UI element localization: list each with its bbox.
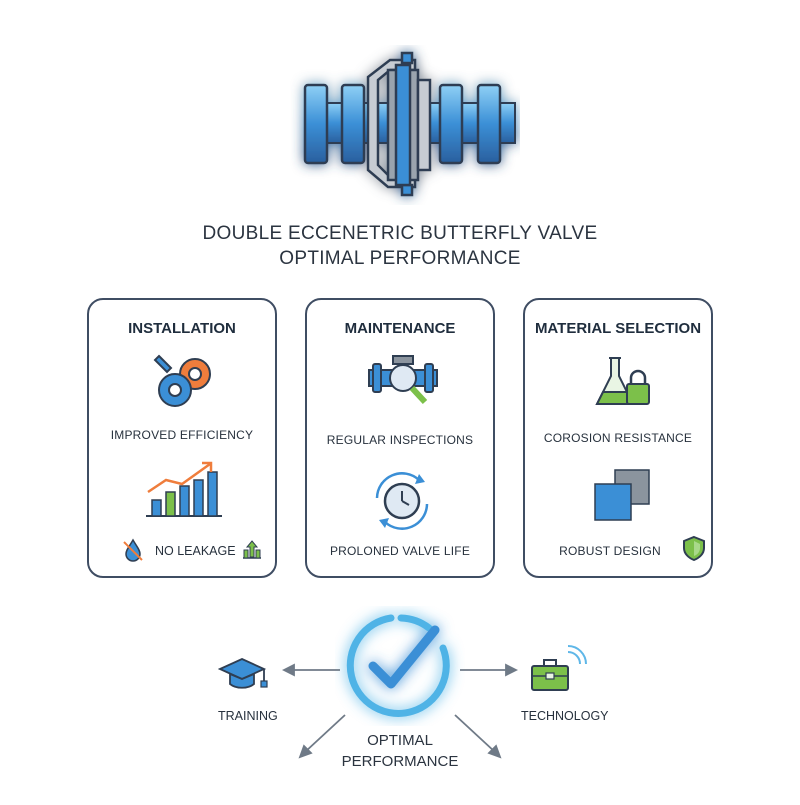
no-leak-drop-icon [121,538,145,567]
hub-label-line1: OPTIMAL [367,732,433,749]
material-selection-card: MATERIAL SELECTION COROSION RESISTANCE R… [523,298,713,578]
technology-label: TECHNOLOGY [521,709,609,723]
valve-magnifier-icon [367,352,439,417]
improved-efficiency-label: IMPROVED EFFICIENCY [110,428,254,442]
no-leakage-label: NO LEAKAGE [155,544,236,558]
card-title: MATERIAL SELECTION [534,320,702,337]
maintenance-card: MAINTENANCE REGULAR INSPECTIONS PROLONED… [305,298,495,578]
arrow-up-icon [241,538,263,565]
squares-icon [593,468,651,529]
gears-icon [151,350,217,417]
bar-chart-icon [144,458,224,525]
corrosion-resistance-label: COROSION RESISTANCE [543,431,693,445]
butterfly-valve-illustration [290,45,520,205]
clock-cycle-icon [369,470,435,537]
toolbox-wifi-icon [528,644,588,701]
diagram-title-line1: DOUBLE ECCENETRIC BUTTERFLY VALVE [202,223,598,244]
robust-design-label: ROBUST DESIGN [559,544,661,558]
hub-label-line2: PERFORMANCE [341,753,459,770]
installation-card: INSTALLATION IMPROVED EFFICIENCY [87,298,277,578]
diagram-title-line2: OPTIMAL PERFORMANCE [279,248,521,269]
shield-icon [682,535,706,566]
card-title: MAINTENANCE [344,320,456,337]
regular-inspections-label: REGULAR INSPECTIONS [326,433,474,447]
training-label: TRAINING [218,709,278,723]
prolonged-valve-life-label: PROLONED VALVE LIFE [329,544,471,558]
graduation-cap-icon [217,657,272,698]
flask-lock-icon [591,354,653,419]
checkmark-circle-icon [335,606,465,731]
card-title: INSTALLATION [128,320,236,337]
